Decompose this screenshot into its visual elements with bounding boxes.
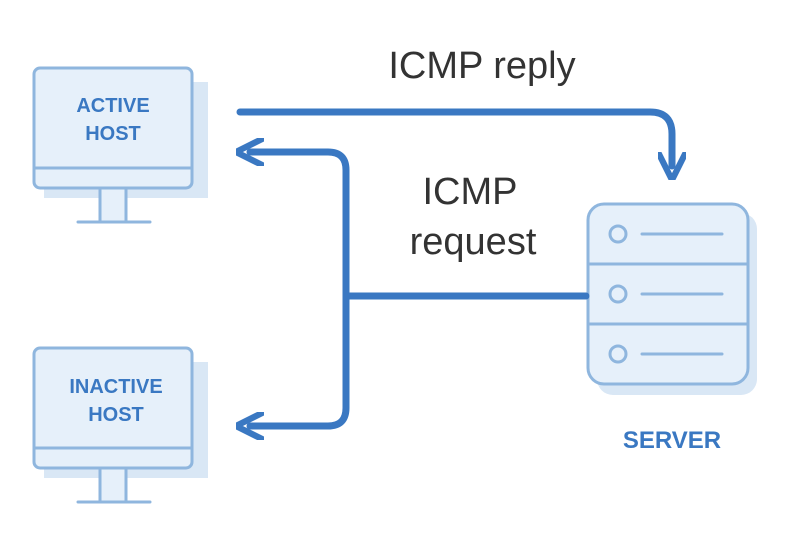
server-label: SERVER (623, 427, 721, 454)
inactive-host: INACTIVE HOST (32, 346, 208, 504)
monitor-icon (32, 66, 208, 224)
reply-label: ICMP reply (388, 45, 575, 87)
monitor-icon (32, 346, 208, 504)
active-host-label-line1: ACTIVE (76, 95, 149, 117)
request-arrow-inactive (250, 292, 350, 426)
reply-edge: ICMP reply (236, 45, 672, 166)
inactive-host-label-line1: INACTIVE (69, 376, 162, 398)
active-host: ACTIVE HOST (32, 66, 208, 224)
request-label-line2: request (410, 221, 537, 263)
server-icon (586, 202, 757, 395)
request-edge: ICMP request (250, 152, 590, 426)
reply-arrow (236, 108, 672, 166)
inactive-host-label-line2: HOST (88, 404, 144, 426)
server: SERVER (586, 202, 757, 454)
request-label-line1: ICMP (423, 171, 518, 213)
request-arrow-active (250, 152, 350, 300)
active-host-label-line2: HOST (85, 123, 141, 145)
